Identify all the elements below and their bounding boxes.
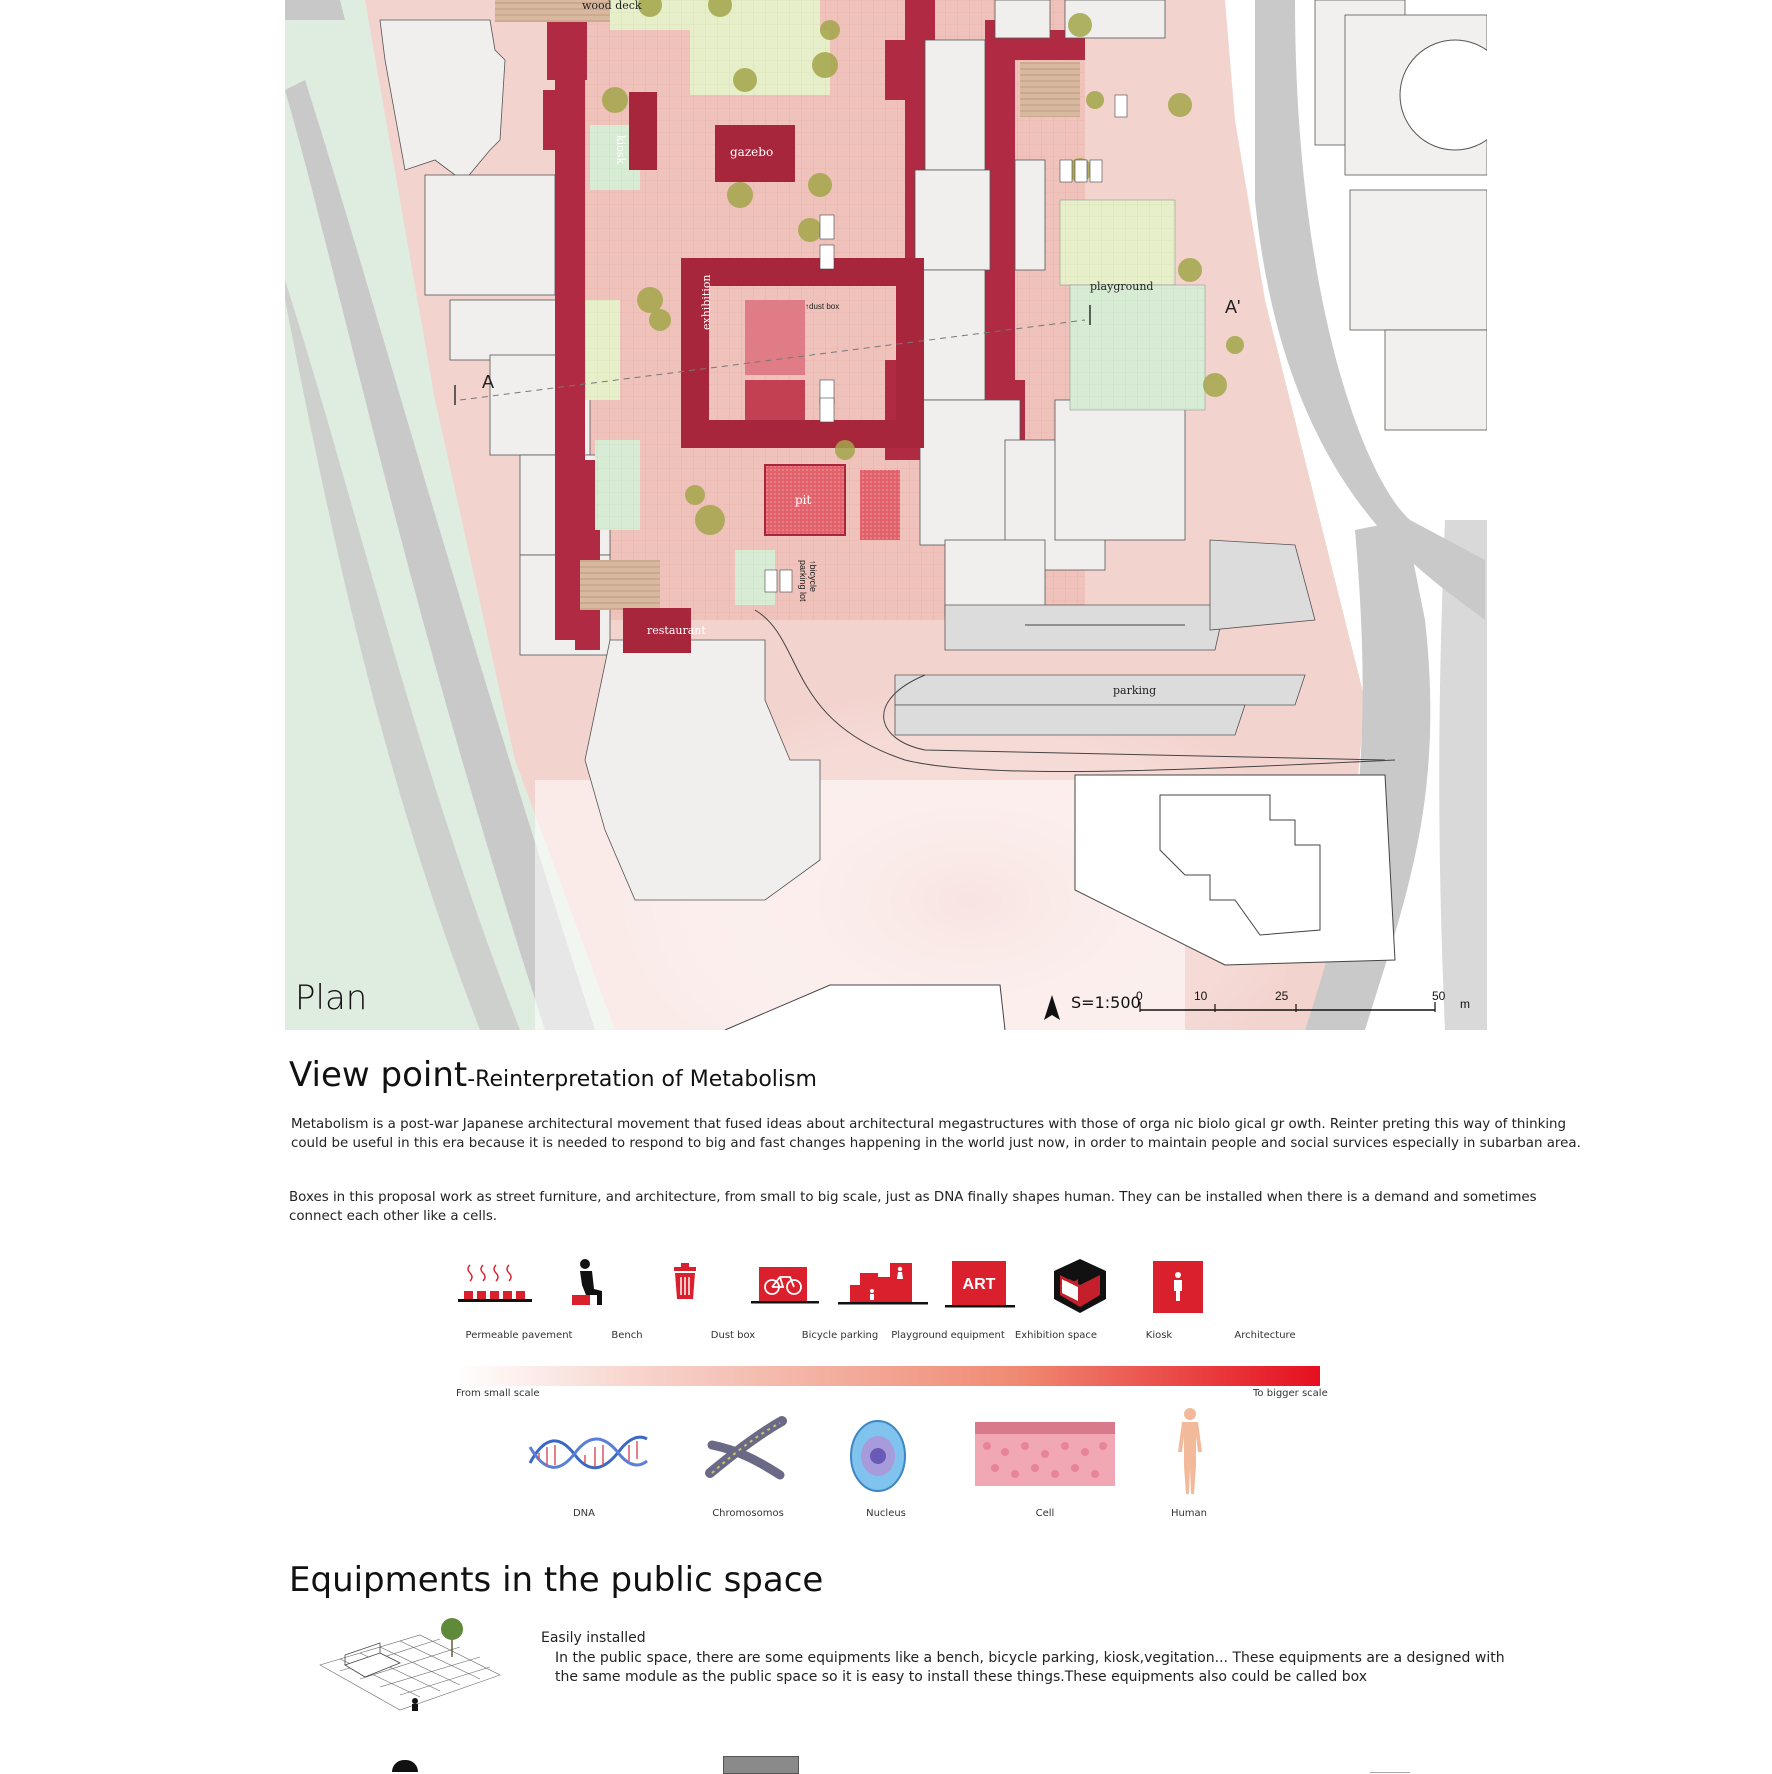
permeable-pavement-icon: [440, 1255, 550, 1315]
label-bench: Bench: [611, 1330, 643, 1341]
scale-tick-25: 25: [1275, 989, 1289, 1003]
viewpoint-heading: View point-Reinterpretation of Metabolis…: [289, 1055, 817, 1095]
label-exhibition: exhibition: [700, 274, 713, 330]
playground-icon: [825, 1255, 935, 1315]
cell-image: [975, 1422, 1115, 1491]
label-chromosomos: Chromosomos: [712, 1508, 784, 1519]
equipments-line1: In the public space, there are some equi…: [555, 1650, 1505, 1666]
label-playground: playground: [1090, 280, 1154, 293]
label-kiosk: Kiosk: [1145, 1330, 1173, 1341]
dna-image: [525, 1425, 650, 1485]
label-restaurant: restaurant: [647, 624, 706, 637]
grid-module-illustration: [310, 1615, 510, 1730]
art-text: ART: [963, 1276, 996, 1293]
equipments-title: Equipments in the public space: [289, 1560, 824, 1600]
north-arrow-icon: [1044, 995, 1060, 1020]
kiosk-icon: [1025, 1255, 1135, 1319]
tree-cropped: [1370, 1756, 1410, 1773]
scale-gradient-bar: [455, 1366, 1320, 1386]
scale-to-label: To bigger scale: [1253, 1388, 1328, 1399]
label-exhibition-space: Exhibition space: [1014, 1330, 1098, 1341]
exhibition-icon: ART: [925, 1255, 1035, 1315]
scale-text: S=1:500: [1071, 993, 1141, 1012]
plan-drawing: [285, 0, 1487, 1030]
scale-icon-row: ART: [440, 1255, 1340, 1335]
dust-box-icon: [630, 1255, 740, 1315]
scale-tick-0: 0: [1136, 989, 1143, 1003]
label-cell: Cell: [1035, 1508, 1055, 1519]
viewpoint-subtitle: -Reinterpretation of Metabolism: [467, 1067, 817, 1092]
label-dust-box: Dust box: [710, 1330, 756, 1341]
scale-unit: m: [1460, 997, 1470, 1011]
bench-figure-cropped: [392, 1760, 418, 1772]
equipments-line2: the same module as the public space so i…: [555, 1669, 1368, 1685]
viewpoint-para2-line2: connect each other like a cells.: [289, 1209, 498, 1224]
viewpoint-para1-line1: Metabolism is a post-war Japanese archit…: [291, 1117, 1567, 1132]
label-playground-equipment: Playground equipment: [891, 1330, 1005, 1341]
label-dust-box: ↑dust box: [805, 302, 840, 311]
scale-tick-10: 10: [1194, 989, 1208, 1003]
plan-title: Plan: [295, 978, 368, 1018]
viewpoint-para2-line1: Boxes in this proposal work as street fu…: [289, 1190, 1537, 1205]
viewpoint-para1-line2: could be useful in this era because it i…: [291, 1136, 1581, 1151]
label-bicycle-parking: Bicycle parking: [801, 1330, 879, 1341]
nucleus-image: [848, 1418, 908, 1498]
label-section-a: A: [482, 372, 495, 392]
site-plan: wood deck kiosk gazebo ↑dust box playgro…: [285, 0, 1487, 1030]
label-bicycle-parking: ↑bicycle parking lot: [798, 560, 818, 602]
label-gazebo: gazebo: [730, 145, 774, 159]
human-image: [1170, 1406, 1210, 1503]
label-nucleus: Nucleus: [866, 1508, 906, 1519]
bicycle-parking-icon: [730, 1255, 840, 1315]
scale-from-label: From small scale: [456, 1388, 540, 1399]
architecture-icon: [1120, 1255, 1230, 1319]
label-parking: parking: [1113, 684, 1157, 697]
label-human: Human: [1170, 1508, 1208, 1519]
label-wood-deck: wood deck: [582, 0, 642, 12]
label-permeable-pavement: Permeable pavement: [465, 1330, 573, 1341]
label-pit: pit: [795, 493, 812, 507]
label-kiosk: kiosk: [614, 135, 627, 165]
chromosome-image: [702, 1415, 792, 1490]
bicycle-rack-cropped: [723, 1756, 799, 1774]
bench-icon: [535, 1255, 645, 1315]
label-section-a-prime: A': [1225, 297, 1241, 317]
equipments-subtitle: Easily installed: [541, 1630, 646, 1646]
scale-tick-50: 50: [1432, 989, 1446, 1003]
label-architecture: Architecture: [1234, 1330, 1296, 1341]
label-dna: DNA: [572, 1508, 596, 1519]
viewpoint-title: View point: [289, 1055, 468, 1095]
